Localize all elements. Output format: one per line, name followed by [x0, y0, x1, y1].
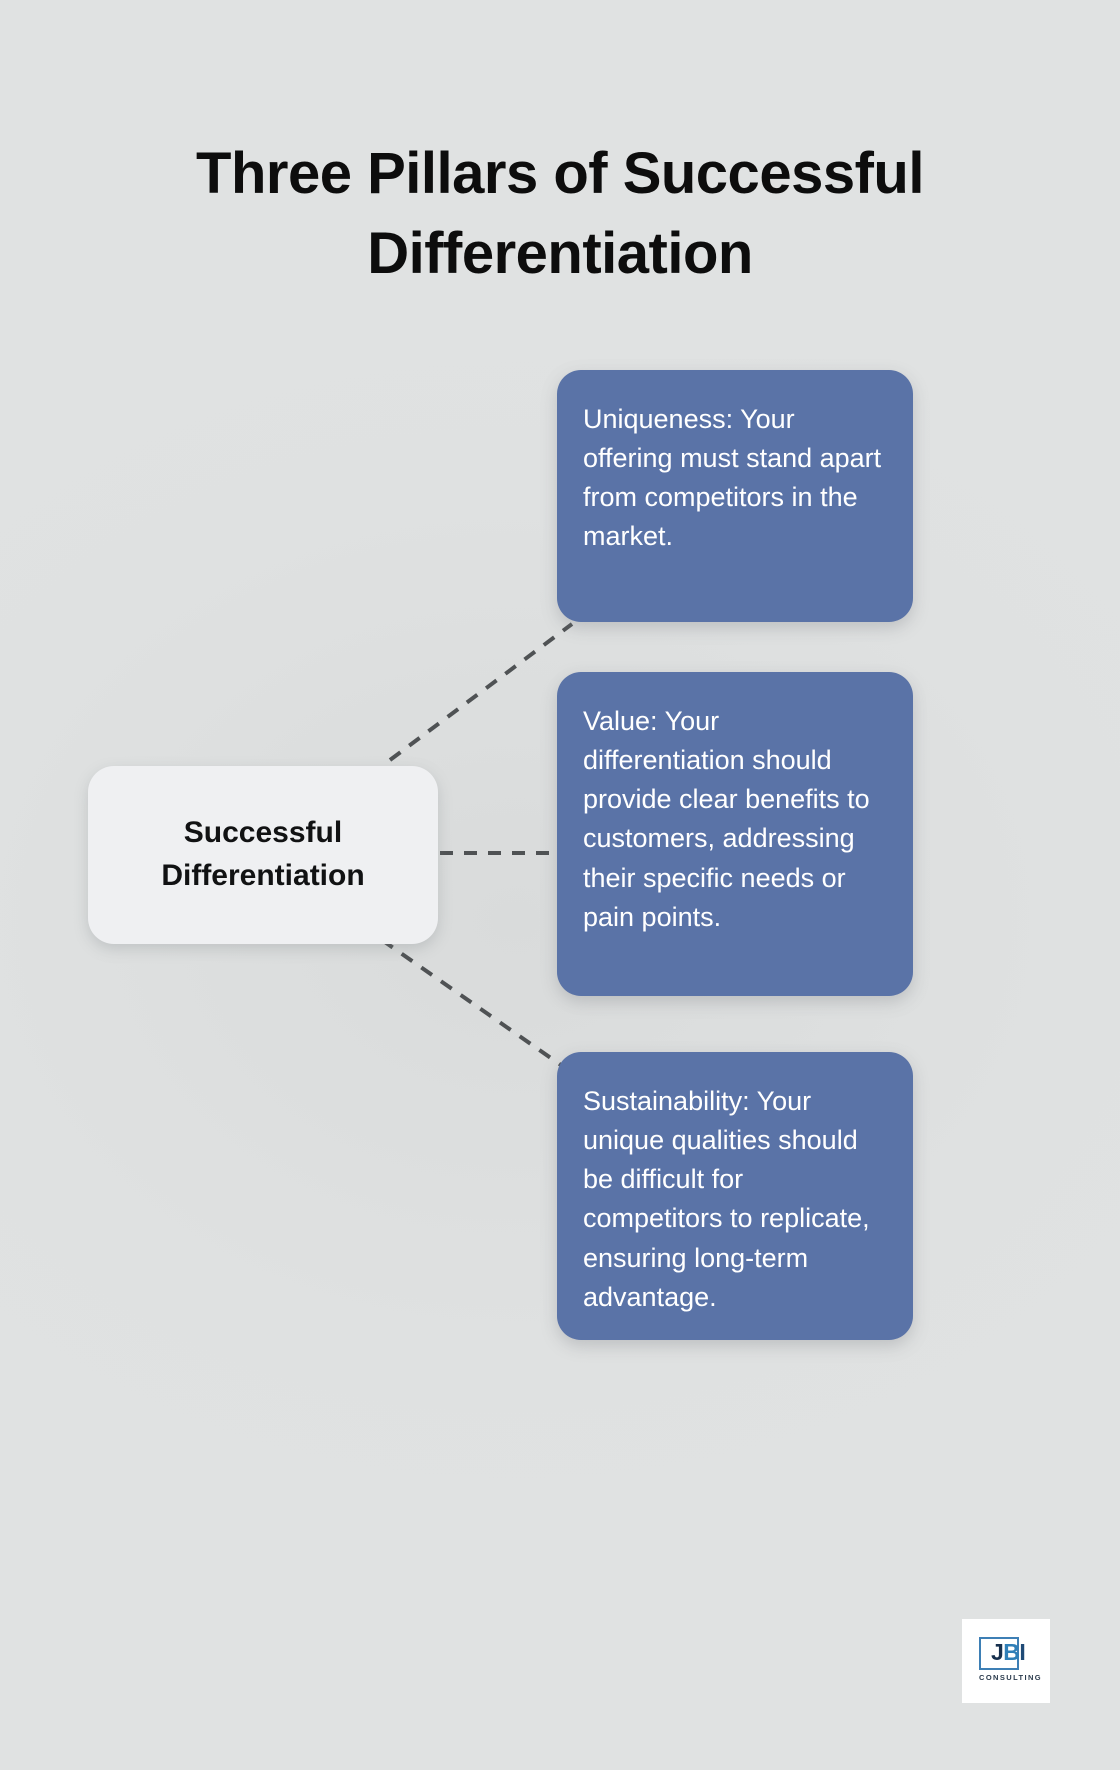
- connector-line-sustainability: [380, 938, 570, 1072]
- logo-wordmark: JBI: [991, 1639, 1026, 1665]
- logo-letter-i: I: [1019, 1639, 1026, 1665]
- logo-tagline: CONSULTING: [979, 1673, 1043, 1682]
- center-node-label: Successful Differentiation: [161, 816, 365, 892]
- logo-square-icon: [979, 1637, 1019, 1670]
- pillar-text-sustainability: Sustainability: Your unique qualities sh…: [583, 1086, 870, 1312]
- pillar-text-uniqueness: Uniqueness: Your offering must stand apa…: [583, 404, 882, 552]
- pillar-text-value: Value: Your differentiation should provi…: [583, 706, 870, 932]
- page-title: Three Pillars of Successful Differentiat…: [196, 140, 924, 286]
- pillar-card-sustainability[interactable]: Sustainability: Your unique qualities sh…: [557, 1052, 913, 1340]
- pillar-card-uniqueness[interactable]: Uniqueness: Your offering must stand apa…: [557, 370, 913, 622]
- jbi-consulting-logo: JBI CONSULTING: [962, 1619, 1050, 1703]
- logo-inner: JBI CONSULTING: [973, 1635, 1043, 1687]
- logo-letter-b: B: [1003, 1639, 1020, 1665]
- center-node-successful-differentiation[interactable]: Successful Differentiation: [88, 766, 438, 944]
- connector-line-uniqueness: [388, 622, 574, 762]
- pillar-card-value[interactable]: Value: Your differentiation should provi…: [557, 672, 913, 996]
- logo-letter-j: J: [991, 1639, 1004, 1665]
